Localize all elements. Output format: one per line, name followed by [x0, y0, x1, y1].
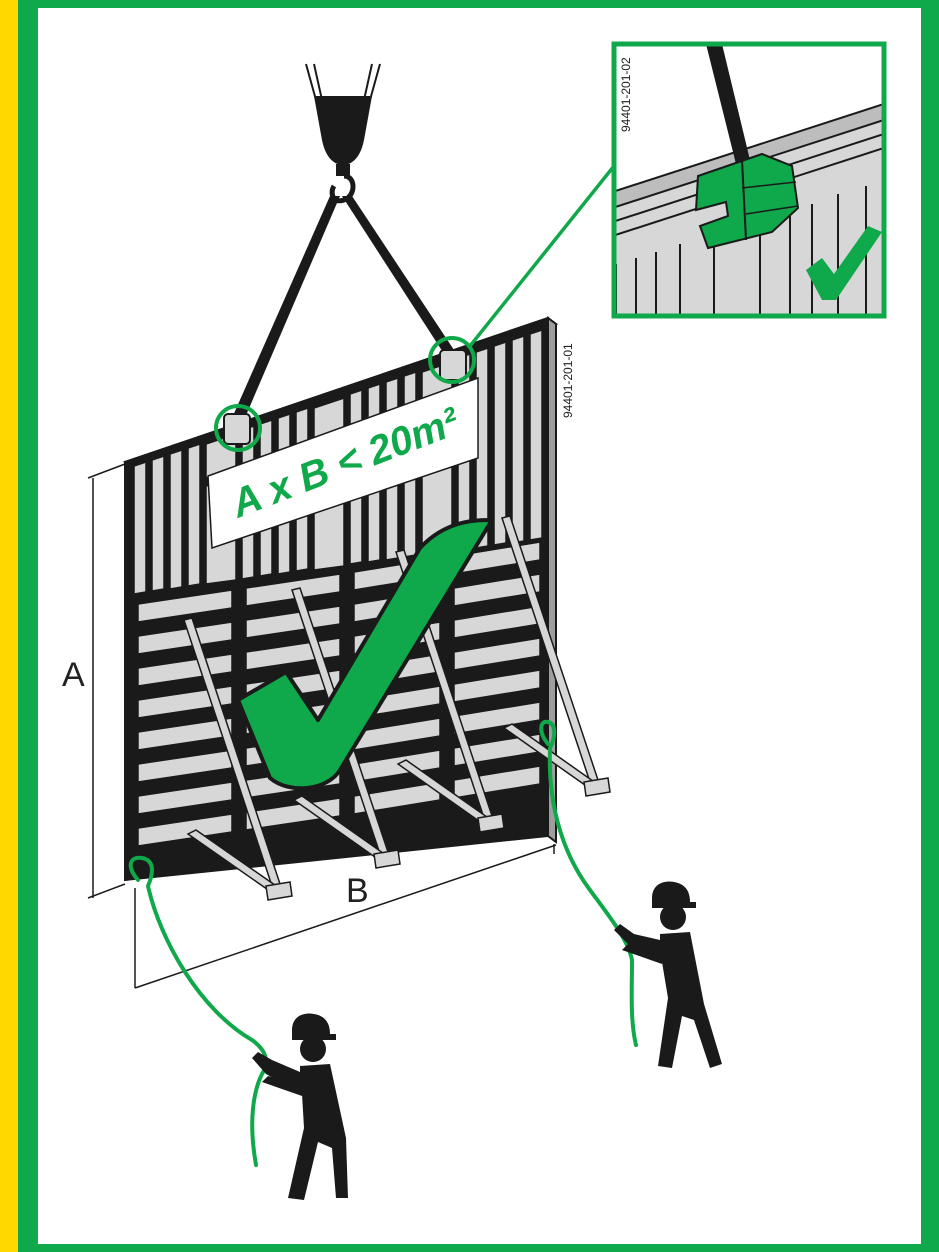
tag-line-icon	[128, 719, 638, 1167]
dimension-b-label: B	[346, 872, 369, 910]
detail-inset: 94401-201-02	[611, 41, 887, 319]
reference-code-detail: 94401-201-02	[619, 57, 633, 132]
worker-icon	[614, 881, 722, 1068]
dimension-a-label: A	[62, 656, 85, 694]
clamp-highlight-right	[428, 336, 476, 384]
worker-icon	[252, 1013, 348, 1200]
crane-hook-icon	[305, 63, 381, 204]
detail-leader-line	[468, 164, 616, 348]
reference-code-main: 94401-201-01	[561, 343, 575, 418]
clamp-highlight-left	[214, 404, 262, 452]
dimension-lines	[87, 463, 557, 989]
lifting-sling-icon	[232, 196, 458, 420]
checkmark-icon	[806, 226, 882, 300]
checkmark-icon	[236, 518, 494, 791]
